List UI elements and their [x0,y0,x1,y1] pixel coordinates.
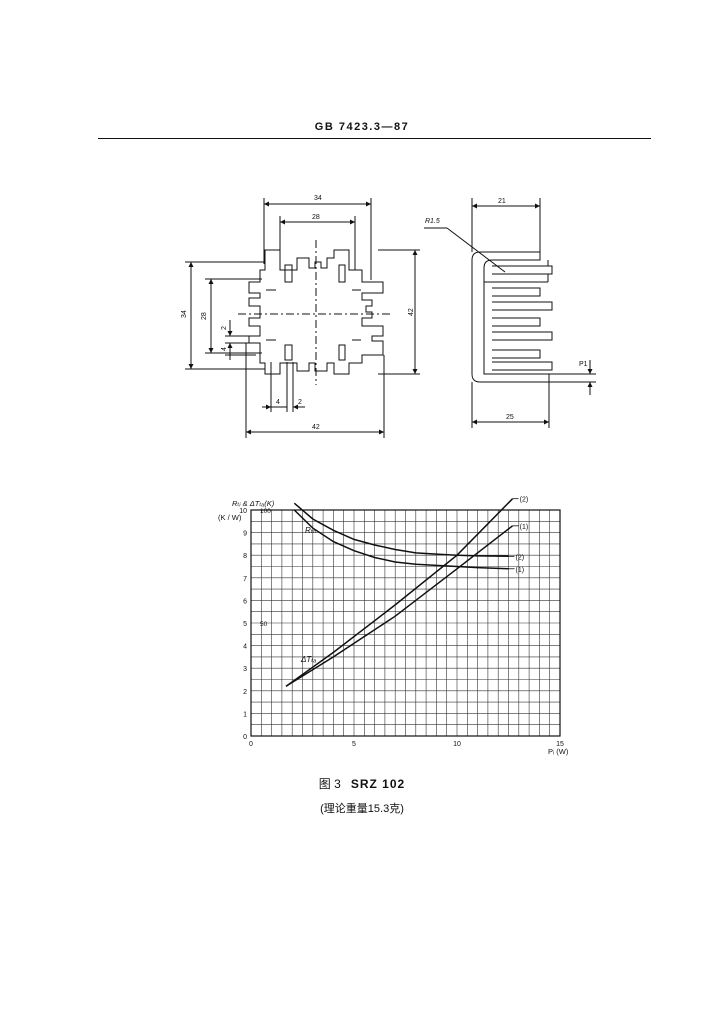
series-label: (1) [516,567,525,574]
series-line-2 [285,525,514,687]
dim-side-bottom: 25 [506,414,514,421]
y-tick-label: 4 [243,644,247,651]
series-line-1 [285,498,514,687]
dim-right: 42 [408,308,415,316]
x-tick-label: 15 [556,741,564,748]
y-tick-label: 10 [239,508,247,515]
y-tick-label: 0 [243,734,247,741]
y-tick-label: 9 [243,531,247,538]
chart-y-header: Rₜᵢ & ΔTₜₐ(K) [232,499,275,508]
series-label: (2) [520,497,529,504]
dim-left-inner: 28 [201,312,208,320]
series-label: (2) [516,554,525,561]
dim-small-2a: 2 [221,326,228,330]
figure-model: SRZ 102 [350,777,406,791]
y-tick-label: 1 [243,711,247,718]
x-tick-label: 0 [249,741,253,748]
chart-frame [250,509,561,737]
y-tick-label: 2 [243,689,247,696]
secondary-tick-label: 50 [260,621,268,628]
dim-small-2b: 2 [298,399,302,406]
figure-subcaption: (理论重量15.3克) [320,803,404,815]
chart-x-label: Pᵢ (W) [548,747,569,756]
chart-y-ticks: 0 1 2 3 4 5 6 7 8 9 10 100 50 [239,508,271,741]
front-view-dimension-labels: 34 28 34 28 2 4 42 4 2 42 [181,195,415,431]
annotation-delta-t: ΔTₜₐ [300,655,317,664]
chart-grid [250,509,561,737]
heatsink-outline [248,249,384,375]
chart-y-unit: (K / W) [218,513,242,522]
performance-chart: 0 1 2 3 4 5 6 7 8 9 10 100 50 0 5 10 15 (2) (1) (2) (1) Rₜ… [218,497,569,756]
dim-top-inner: 28 [312,214,320,221]
front-view-drawing [185,198,420,438]
dim-side-top: 21 [498,198,506,205]
annotation-rth: Rₜₕ [305,526,316,535]
series-label: (1) [520,524,529,531]
figure-caption: 图 3 SRZ 102 [0,775,724,792]
y-tick-label: 8 [243,553,247,560]
y-tick-label: 7 [243,576,247,583]
side-view-drawing [424,198,596,428]
chart-x-ticks: 0 5 10 15 [249,741,564,748]
series-line-4 [293,509,509,570]
dim-top-outer: 34 [314,195,322,202]
standard-header: GB 7423.3—87 [314,121,410,133]
dim-bottom: 42 [312,424,320,431]
dim-side-radius: R1.5 [425,218,440,225]
dim-small-4a: 4 [221,347,228,351]
dim-small-4b: 4 [276,399,280,406]
y-tick-label: 6 [243,598,247,605]
header-rule [98,138,651,139]
x-tick-label: 10 [453,741,461,748]
side-view-dimension-labels: 21 25 R1.5 P1 [425,198,588,421]
chart-series: (2) (1) (2) (1) [285,497,529,687]
series-line-3 [293,502,509,558]
y-tick-label: 5 [243,621,247,628]
x-tick-label: 5 [352,741,356,748]
figure-number: 图 3 [318,777,341,791]
secondary-tick-label: 100 [260,508,271,515]
dim-side-right: P1 [579,361,588,368]
dim-left-outer: 34 [181,310,188,318]
y-tick-label: 3 [243,666,247,673]
